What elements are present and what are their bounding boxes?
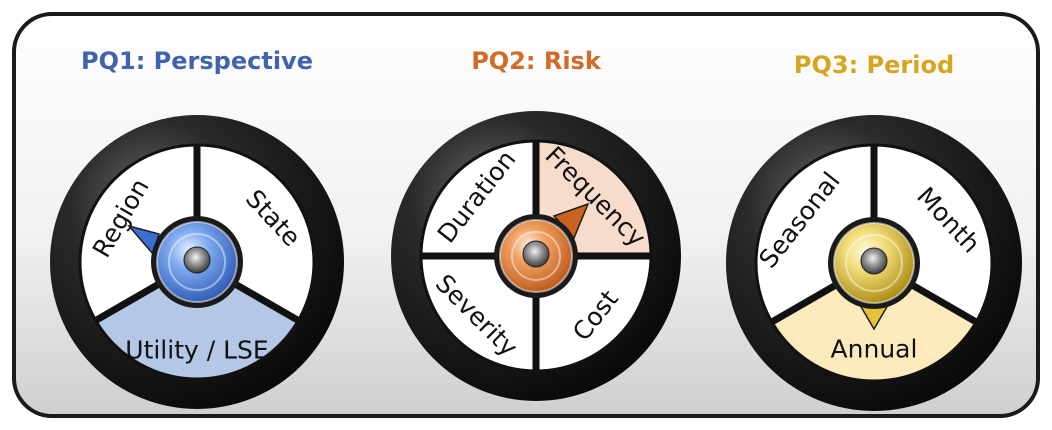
knob-cap — [522, 240, 550, 268]
knob-cap — [183, 246, 211, 274]
dial-inner-rim — [78, 143, 316, 381]
dial-title: PQ1: Perspective — [81, 47, 313, 75]
knob-ring — [511, 231, 561, 281]
segment-label-annual: Annual — [831, 335, 918, 364]
dial-inner-rim — [754, 143, 994, 383]
dial-inner-rim — [419, 139, 653, 373]
knob-cap — [860, 247, 888, 275]
dial-title: PQ2: Risk — [471, 47, 602, 75]
dial-title: PQ3: Period — [794, 51, 954, 79]
knob-ring — [168, 233, 226, 291]
knob-ring — [845, 234, 903, 292]
segment-label-utility-lse: Utility / LSE — [125, 336, 268, 365]
